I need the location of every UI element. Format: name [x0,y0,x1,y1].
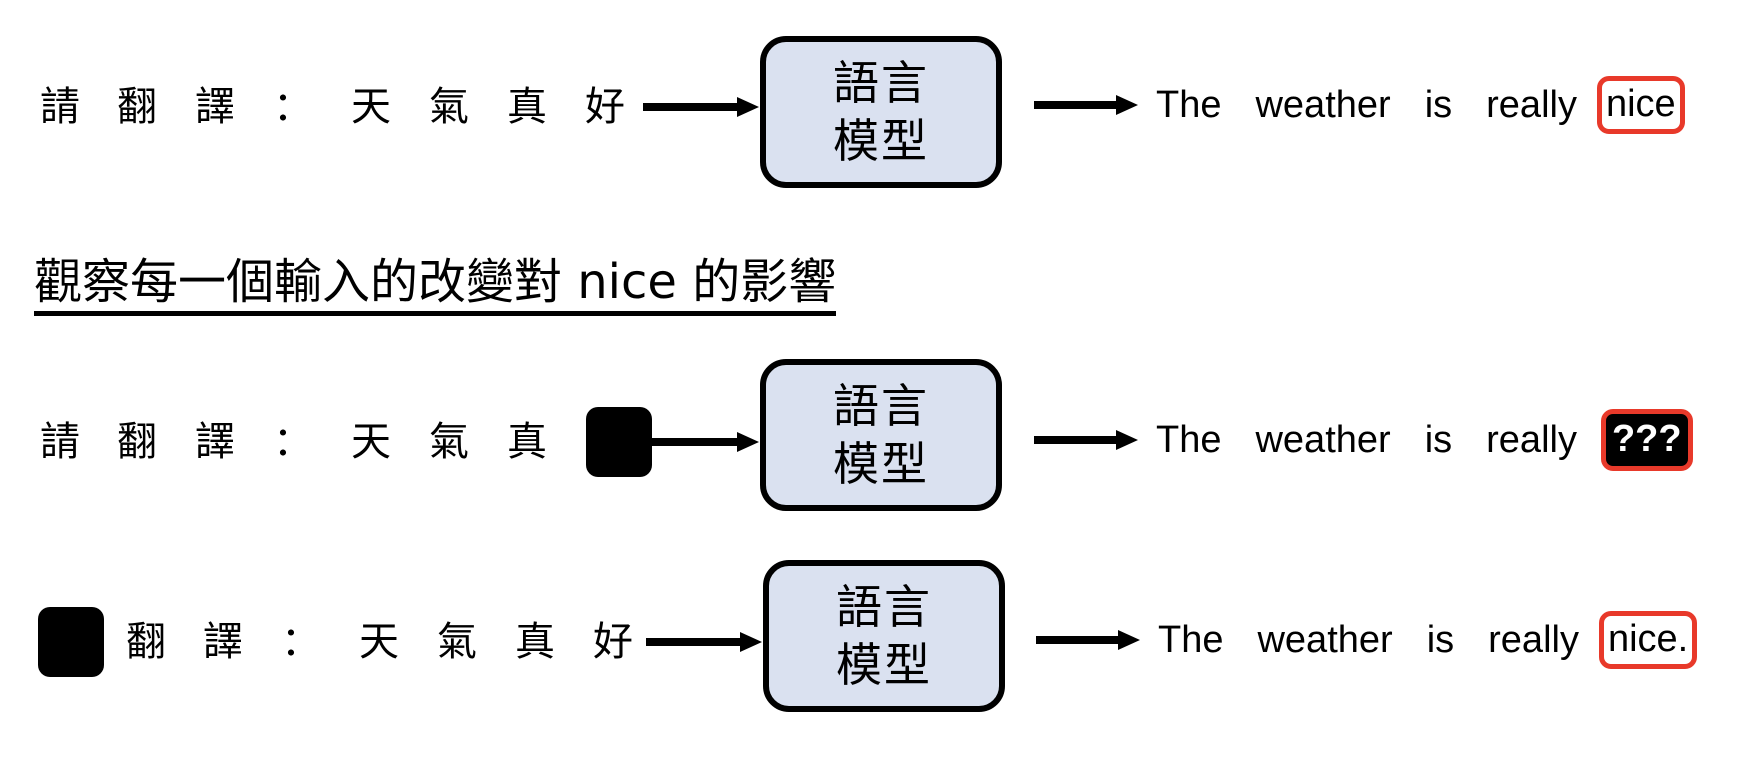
diagram-row-first-token-masked: 翻 譯 ： 天 氣 真 好 語言 模型 The weather is reall… [0,557,1752,727]
input-token: 氣 [429,419,469,465]
diagram-row-last-token-masked: 請 翻 譯 ： 天 氣 真 語言 模型 The weather is reall… [0,357,1752,527]
output-word: The [1158,618,1224,661]
output-word: really [1486,83,1577,126]
target-word-highlight: nice. [1598,611,1698,669]
output-word: is [1424,83,1453,126]
output-sentence: The weather is really nice [1156,20,1685,190]
input-token: 請 [40,419,80,465]
arrow-to-model-icon [646,632,762,652]
language-model-box: 語言 模型 [763,560,1005,712]
input-token: 請 [40,84,80,130]
masked-token-block [38,607,104,677]
output-word: weather [1255,83,1391,126]
output-word: is [1426,618,1455,661]
input-token: 真 [515,619,555,665]
input-token: 天 [351,419,391,465]
target-word-unknown: ??? [1600,409,1693,471]
input-token: 氣 [429,84,469,130]
arrow-to-output-icon [1036,630,1140,650]
input-sentence: 請 翻 譯 ： 天 氣 真 [40,357,652,527]
input-token: ： [273,419,313,465]
input-token: 氣 [437,619,477,665]
input-sentence: 翻 譯 ： 天 氣 真 好 [38,557,652,727]
model-label-line1: 語言 [833,379,929,433]
model-label-line2: 模型 [836,638,932,692]
input-token: 好 [585,84,625,130]
input-token: 真 [507,84,547,130]
output-word: The [1156,83,1222,126]
arrow-to-output-icon [1034,95,1138,115]
input-token: 譯 [195,419,235,465]
masked-token-block [586,407,652,477]
input-token: 天 [351,84,391,130]
target-word-highlight: nice [1596,76,1685,134]
model-label-line2: 模型 [833,437,929,491]
input-token: 翻 [117,419,157,465]
input-sentence: 請 翻 譯 ： 天 氣 真 好 [40,22,644,192]
diagram-row-original: 請 翻 譯 ： 天 氣 真 好 語言 模型 The weather is rea… [0,22,1752,192]
output-word: weather [1257,618,1393,661]
section-heading: 觀察每一個輸入的改變對 nice 的影響 [34,256,837,316]
output-word: really [1488,618,1579,661]
input-token: 翻 [117,84,157,130]
language-model-box: 語言 模型 [760,36,1002,188]
arrow-to-model-icon [643,97,759,117]
input-token: 譯 [195,84,235,130]
output-word: really [1486,418,1577,461]
input-token: 天 [359,619,399,665]
input-token: 翻 [126,619,166,665]
arrow-to-output-icon [1034,430,1138,450]
input-token: ： [281,619,321,665]
output-word: weather [1255,418,1391,461]
model-label-line1: 語言 [836,580,932,634]
output-sentence: The weather is really nice. [1158,555,1698,725]
output-sentence: The weather is really ??? [1156,355,1693,525]
output-word: is [1424,418,1453,461]
model-label-line1: 語言 [833,56,929,110]
input-token: 好 [593,619,633,665]
output-word: The [1156,418,1222,461]
input-token: 真 [507,419,547,465]
arrow-to-model-icon [643,432,759,452]
language-model-box: 語言 模型 [760,359,1002,511]
input-token: ： [273,84,313,130]
model-label-line2: 模型 [833,114,929,168]
input-token: 譯 [203,619,243,665]
